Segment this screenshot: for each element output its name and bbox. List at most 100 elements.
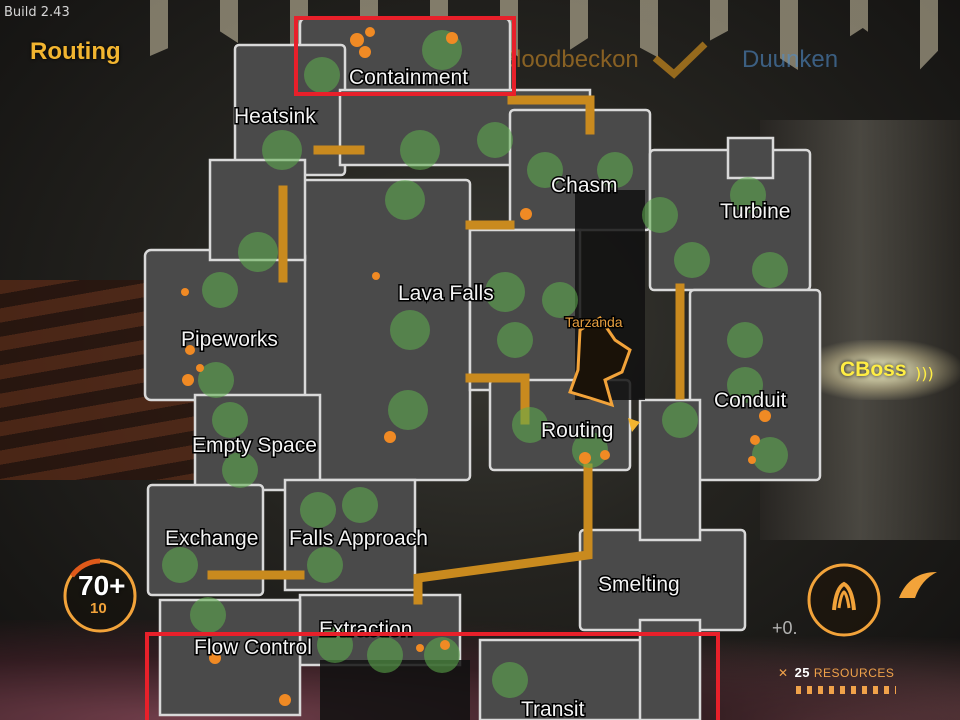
sound-wave-icon: )))	[915, 364, 934, 383]
room-label-chasm: Chasm	[551, 174, 618, 197]
hotspots	[162, 30, 788, 698]
room-label-turbine: Turbine	[720, 200, 790, 223]
unit-marker	[750, 435, 760, 445]
hotspot	[542, 282, 578, 318]
hotspot	[727, 367, 763, 403]
unit-marker	[748, 456, 756, 464]
room-label-pipeworks: Pipeworks	[181, 328, 278, 351]
hotspot	[222, 452, 258, 488]
hotspot	[212, 402, 248, 438]
player-name-2: Duunken	[742, 46, 839, 73]
hotspot	[307, 547, 343, 583]
unit-marker	[520, 208, 532, 220]
unit-marker	[185, 345, 195, 355]
hotspot	[198, 362, 234, 398]
monster-marker: Tarzanda	[564, 313, 640, 432]
hotspot	[485, 272, 525, 312]
unit-marker	[365, 27, 375, 37]
hotspot	[367, 637, 403, 673]
highlight-box-bottom	[145, 632, 720, 720]
hotspot	[527, 152, 563, 188]
hotspot	[497, 322, 533, 358]
resources-counter: ✕ 25 RESOURCES	[778, 665, 894, 680]
hotspot	[238, 232, 278, 272]
room-label-empty-space: Empty Space	[192, 434, 317, 457]
hotspot	[388, 390, 428, 430]
room-label-flow-control: Flow Control	[194, 636, 312, 659]
resource-dots	[796, 686, 896, 694]
unit-marker	[350, 33, 364, 47]
hotspot	[662, 402, 698, 438]
room-south-corridor	[638, 618, 702, 720]
hotspot	[262, 130, 302, 170]
room-label-routing: Routing	[541, 419, 613, 442]
route-paths	[207, 95, 685, 605]
unit-marker	[359, 46, 371, 58]
hotspot	[424, 637, 460, 673]
hotspot	[752, 252, 788, 288]
hotspot	[730, 177, 766, 213]
room-labels: Containment Heatsink Chasm Turbine Lava …	[164, 65, 792, 720]
gauge-value: 70+	[78, 570, 126, 601]
checkmark-icon	[652, 41, 708, 79]
resource-icon: ✕	[778, 666, 789, 680]
hotspot	[162, 547, 198, 583]
gauge-subvalue: 10	[90, 600, 107, 617]
hotspot	[512, 407, 548, 443]
room-label-conduit: Conduit	[714, 389, 787, 412]
room-turbine-tower	[726, 136, 775, 180]
hotspot	[300, 492, 336, 528]
hotspot	[492, 662, 528, 698]
boss-label: CBoss	[840, 358, 907, 381]
room-label-transit: Transit	[521, 698, 585, 720]
unit-marker	[600, 450, 610, 460]
unit-marker	[372, 272, 380, 280]
ability-icon[interactable]	[806, 562, 882, 638]
hotspot	[385, 180, 425, 220]
unit-marker	[440, 640, 450, 650]
unit-marker	[181, 288, 189, 296]
hotspot	[317, 627, 353, 663]
background-light-glow	[800, 340, 960, 400]
player-arrow-icon	[628, 418, 640, 432]
unit-marker	[384, 431, 396, 443]
gauge-ring	[63, 558, 137, 633]
build-version: Build 2.43	[4, 5, 70, 20]
unit-marker	[579, 452, 591, 464]
room-label-exchange: Exchange	[165, 527, 258, 550]
monster-name: Tarzanda	[565, 314, 623, 330]
hotspot	[674, 242, 710, 278]
room-label-smelting: Smelting	[598, 573, 680, 596]
room-label-lava-falls: Lava Falls	[398, 282, 494, 305]
hotspot	[477, 122, 513, 158]
room-label-falls-approach: Falls Approach	[289, 527, 428, 550]
route-top	[507, 95, 595, 135]
hotspot	[727, 322, 763, 358]
hotspot	[202, 272, 238, 308]
unit-markers	[181, 27, 771, 706]
route-falls-routing	[465, 373, 530, 425]
unit-marker	[209, 652, 221, 664]
room-flow-control	[158, 598, 302, 717]
hotspot	[342, 487, 378, 523]
unit-marker	[196, 364, 204, 372]
highlight-box-top	[294, 16, 516, 96]
unit-marker	[279, 694, 291, 706]
unit-marker	[446, 32, 458, 44]
hotspot	[190, 597, 226, 633]
resource-label: RESOURCES	[813, 666, 895, 680]
room-label-heatsink: Heatsink	[234, 105, 316, 128]
hotspot	[597, 152, 633, 188]
unit-marker	[182, 374, 194, 386]
route-routing-smelting	[413, 463, 593, 605]
plus-value: +0.	[772, 618, 798, 638]
hotspot	[304, 57, 340, 93]
hotspot	[390, 310, 430, 350]
resource-count: 25	[794, 665, 811, 680]
unit-marker	[759, 410, 771, 422]
monster-icon	[568, 315, 632, 408]
claw-icon	[899, 572, 937, 598]
hotspot	[400, 130, 440, 170]
player-name-1: Bloodbeckon	[500, 46, 639, 73]
